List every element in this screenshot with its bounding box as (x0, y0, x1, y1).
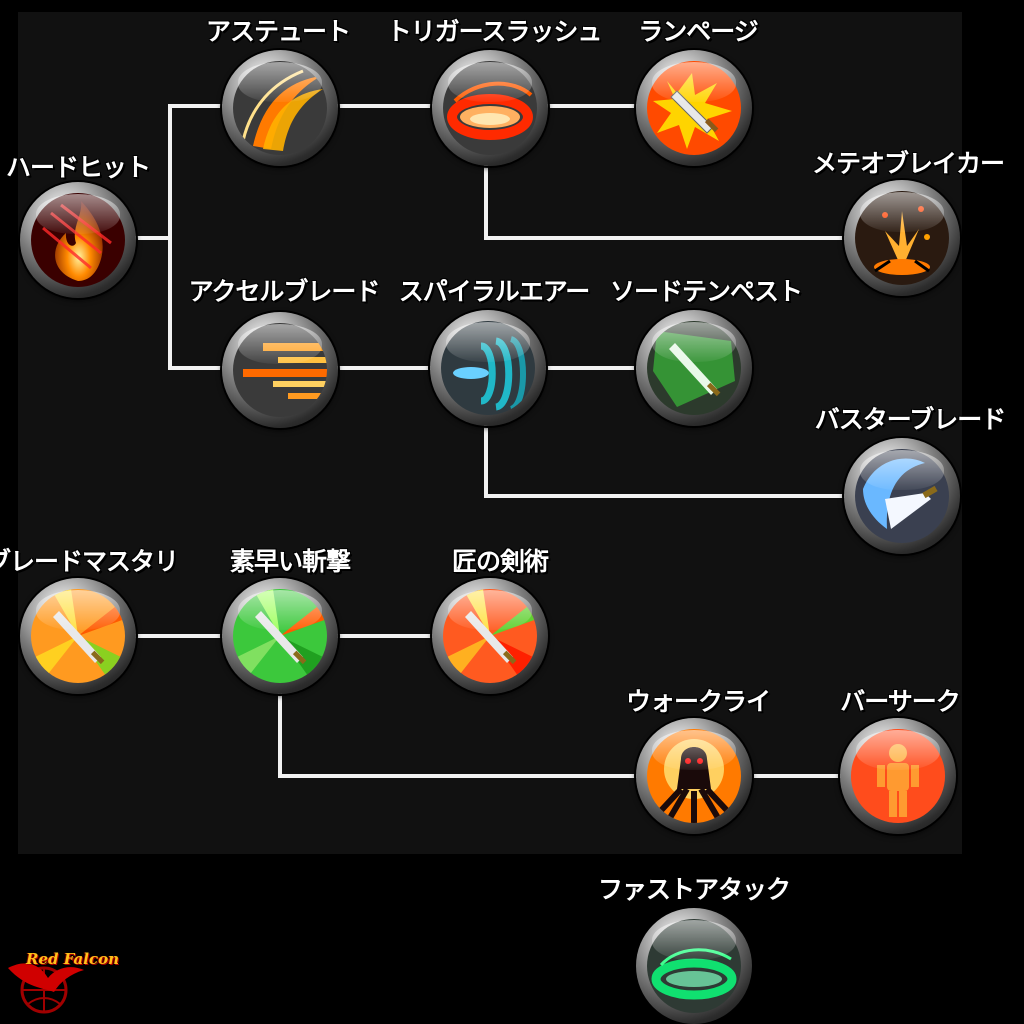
skill-label-meteor-breaker: メテオブレイカー (812, 144, 1004, 180)
skill-label-spiral-air: スパイラルエアー (399, 272, 590, 308)
red-burst-sword-icon (443, 589, 537, 683)
skill-hard-hit[interactable] (20, 182, 136, 298)
connector-line (484, 494, 846, 498)
red-warrior-icon (851, 729, 945, 823)
green-burst-sword-icon (233, 589, 327, 683)
skill-label-astute: アステュート (206, 12, 350, 48)
green-sword-icon (647, 321, 741, 415)
connector-line (484, 164, 488, 240)
connector-line (484, 424, 488, 498)
logo-text: Red Falcon (26, 950, 119, 968)
exploding-sword-icon (647, 61, 741, 155)
meteor-impact-icon (855, 191, 949, 285)
connector-line (484, 236, 846, 240)
connector-line (336, 366, 434, 370)
skill-label-sword-tempest: ソードテンペスト (610, 272, 802, 308)
skill-label-buster-blade: バスターブレード (815, 400, 1006, 436)
connector-line (278, 774, 640, 778)
skill-label-berserk: バーサーク (840, 682, 960, 718)
skill-label-war-cry: ウォークライ (626, 682, 770, 718)
skill-blade-mastery[interactable] (20, 578, 136, 694)
red-falcon-logo: Red Falcon (4, 948, 122, 1016)
skill-buster-blade[interactable] (844, 438, 960, 554)
connector-line (132, 236, 170, 240)
skill-war-cry[interactable] (636, 718, 752, 834)
skill-label-trigger-slash: トリガースラッシュ (387, 12, 602, 48)
connector-line (546, 104, 638, 108)
skill-rampage[interactable] (636, 50, 752, 166)
skill-swift-slash[interactable] (222, 578, 338, 694)
skill-fast-attack[interactable] (636, 908, 752, 1024)
skill-label-swift-slash: 素早い斬撃 (230, 542, 350, 578)
connector-line (168, 104, 172, 370)
skill-trigger-slash[interactable] (432, 50, 548, 166)
green-ring-icon (647, 919, 741, 1013)
orange-arc-icon (233, 61, 327, 155)
shadow-figure-icon (647, 729, 741, 823)
skill-label-blade-mastery: ブレードマスタリ (0, 542, 178, 578)
connector-line (130, 634, 226, 638)
connector-line (168, 104, 224, 108)
white-blade-icon (855, 449, 949, 543)
speed-streak-icon (233, 323, 327, 417)
skill-sword-tempest[interactable] (636, 310, 752, 426)
skill-accel-blade[interactable] (222, 312, 338, 428)
skill-berserk[interactable] (840, 718, 956, 834)
skill-astute[interactable] (222, 50, 338, 166)
skill-master-swordsmanship[interactable] (432, 578, 548, 694)
connector-line (544, 366, 640, 370)
connector-line (336, 634, 436, 638)
connector-line (754, 774, 842, 778)
flame-slash-icon (31, 193, 125, 287)
skill-spiral-air[interactable] (430, 310, 546, 426)
skill-label-accel-blade: アクセルブレード (189, 272, 380, 308)
skill-label-hard-hit: ハードヒット (6, 148, 150, 184)
skill-label-master-swordsmanship: 匠の剣術 (452, 542, 548, 578)
blue-spiral-icon (441, 321, 535, 415)
skill-meteor-breaker[interactable] (844, 180, 960, 296)
connector-line (168, 366, 224, 370)
skill-label-fast-attack: ファストアタック (598, 870, 790, 906)
connector-line (336, 104, 436, 108)
skill-label-rampage: ランページ (638, 12, 758, 48)
orange-burst-sword-icon (31, 589, 125, 683)
red-swirl-icon (443, 61, 537, 155)
connector-line (278, 692, 282, 778)
